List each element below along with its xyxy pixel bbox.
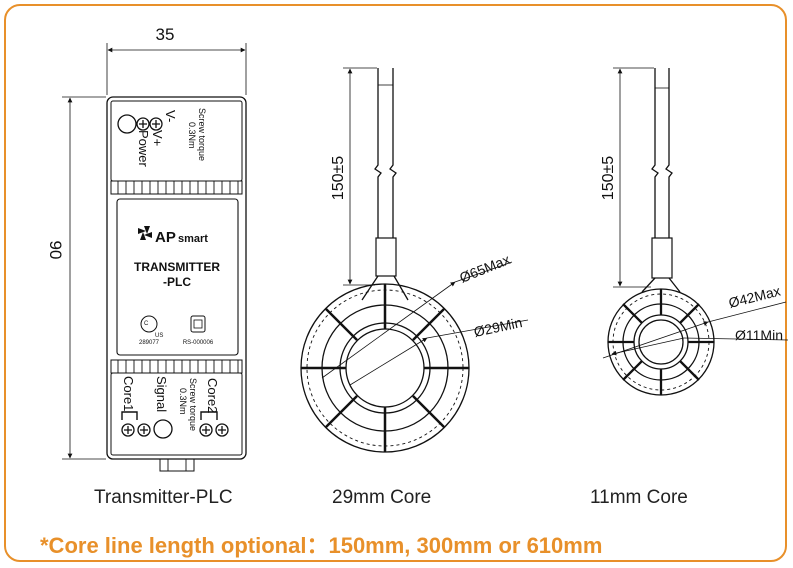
csa-cert-icon <box>140 315 158 333</box>
screw-bottom-4 <box>215 423 229 437</box>
cert-left-code: 289077 <box>139 340 160 346</box>
led-hole-bottom <box>153 419 173 439</box>
inner-ring-29 <box>345 328 425 408</box>
model-name-line2: -PLC <box>163 275 191 289</box>
core2-label: Core2 <box>205 378 220 413</box>
footnote-lead: *Core line length optional <box>40 533 307 558</box>
torque-bottom-line1: Screw torque <box>188 378 198 431</box>
lead-sleeve-29 <box>375 237 397 277</box>
inner-diameter-label-11: Ø11Min <box>735 327 783 343</box>
screw-bottom-1 <box>121 423 135 437</box>
transmitter-drawing <box>62 43 247 472</box>
brand-logo-sub: smart <box>178 233 208 245</box>
lead-wire-29-right <box>389 68 397 238</box>
width-dimension-label: 35 <box>156 25 175 44</box>
screw-top-2 <box>149 117 163 131</box>
led-hole-top <box>117 114 137 134</box>
footnote-options: 150mm, 300mm or 610mm <box>328 533 603 558</box>
screw-top-1 <box>136 117 150 131</box>
torque-top-line2: 0.3Nm <box>187 122 197 149</box>
inner-diameter-label-29: Ø29Min <box>472 314 523 340</box>
core-29mm-drawing <box>300 67 529 453</box>
inner-dia-arrow-29 <box>349 337 428 386</box>
lead-length-label-29: 150±5 <box>330 156 347 200</box>
rs-cert-icon <box>190 315 206 333</box>
core-11mm-drawing <box>602 67 789 396</box>
core-29mm-caption: 29mm Core <box>332 487 432 508</box>
brand-logo-main: AP <box>155 229 176 246</box>
cert-right-code: RS-000006 <box>183 340 214 346</box>
core1-label: Core1 <box>121 376 136 411</box>
bottom-vent <box>110 359 243 374</box>
outer-diameter-label-11: Ø42Max <box>727 283 782 311</box>
inner-dia-arrow-11 <box>611 337 685 356</box>
signal-label: Signal <box>154 376 169 412</box>
outer-diameter-label-29: Ø65Max <box>457 251 512 286</box>
lead-wire-11-right <box>665 68 673 238</box>
orange-frame <box>4 4 787 562</box>
cert-left-mark: C <box>144 321 149 327</box>
core-length-footnote: *Core line length optional：150mm, 300mm … <box>40 528 602 560</box>
core-11mm-caption: 11mm Core <box>590 487 688 508</box>
front-label-panel <box>116 198 239 356</box>
v-plus-label: V+ <box>150 130 165 146</box>
top-vent <box>110 180 243 195</box>
lead-wire-29-left <box>374 68 382 238</box>
model-name-line1: TRANSMITTER <box>134 260 220 274</box>
core2-bracket <box>200 411 218 420</box>
core1-bracket <box>121 411 138 420</box>
power-label: Power <box>136 130 151 168</box>
inner-ring-11 <box>638 319 684 365</box>
torque-top-line1: Screw torque <box>197 108 207 161</box>
height-dimension-label: 90 <box>46 241 65 260</box>
v-minus-label: V- <box>163 110 178 122</box>
lead-length-label-11: 150±5 <box>600 156 617 200</box>
cert-left-us: US <box>155 333 163 339</box>
screw-bottom-3 <box>199 423 213 437</box>
torque-bottom-line2: 0.3Nm <box>178 388 188 415</box>
lead-sleeve-11 <box>651 237 673 279</box>
apsmart-logo-icon <box>138 226 152 240</box>
screw-bottom-2 <box>137 423 151 437</box>
lead-wire-11-left <box>651 68 659 238</box>
outer-dia-arrow-29 <box>321 281 456 379</box>
din-clip <box>159 458 195 472</box>
footnote-separator: ： <box>306 533 329 558</box>
transmitter-caption: Transmitter-PLC <box>94 487 233 508</box>
